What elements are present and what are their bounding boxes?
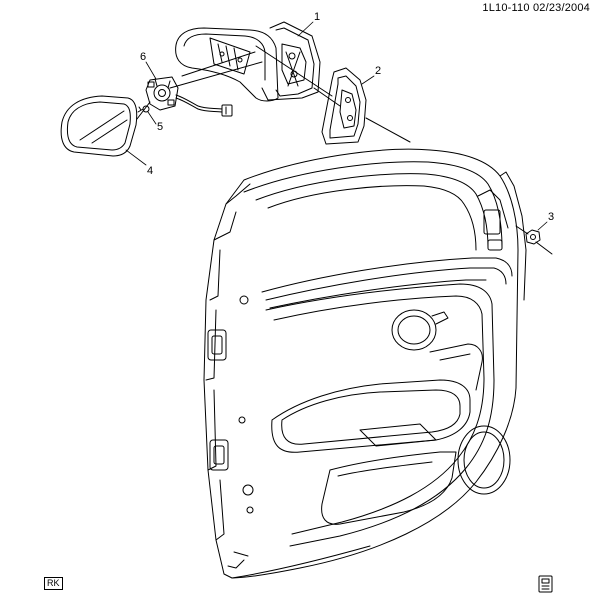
book-icon [538,575,553,593]
callout-4: 4 [147,165,154,177]
rk-tag: RK [44,577,63,590]
assembly-lines [136,45,553,255]
callout-5: 5 [157,121,164,133]
callout-6: 6 [140,51,147,63]
mirror-gasket [321,67,367,145]
mirror-screw [137,105,150,113]
mirror-actuator [145,76,233,117]
front-door [203,148,527,579]
illustration-code: 1L10-110 [482,2,530,14]
mirror-housing [175,21,321,102]
diagram-header: 1L10-110 02/23/2004 [482,2,590,14]
callout-1: 1 [314,11,321,23]
callout-3: 3 [548,211,555,223]
callout-2: 2 [375,65,382,77]
mirror-glass [60,95,138,157]
callout-leaders [125,21,548,231]
illustration-date: 02/23/2004 [532,2,590,14]
mirror-nut [525,229,541,245]
